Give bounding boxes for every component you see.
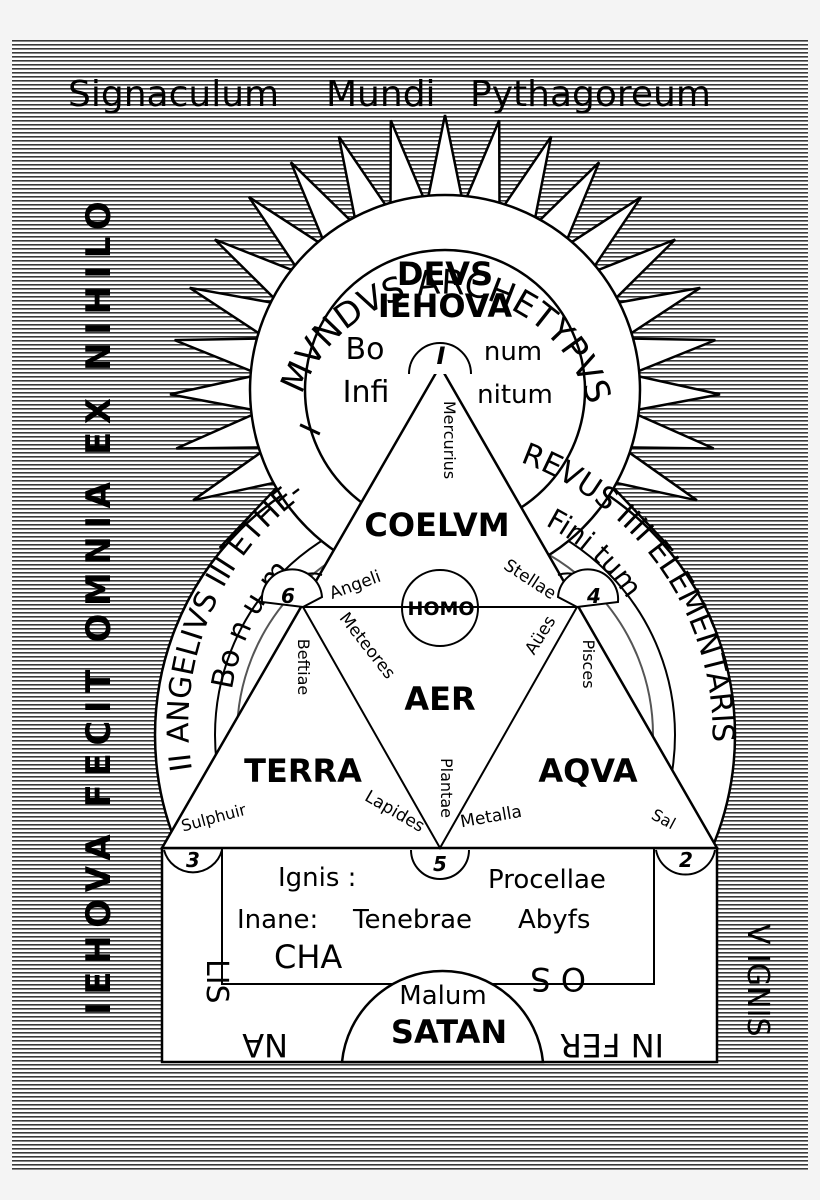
in-fer-label: IN FER xyxy=(560,1026,664,1064)
heading-mundi: Mundi xyxy=(326,74,436,115)
satan-label: SATAN xyxy=(391,1013,507,1051)
ignis-label: Ignis : xyxy=(278,863,356,893)
plantae-label: Plantae xyxy=(437,758,456,818)
iehova-label: IEHOVA xyxy=(378,287,512,325)
mercurius-label: Mercurius xyxy=(440,401,459,479)
corner-circles xyxy=(260,568,620,609)
malum-label: Malum xyxy=(399,981,486,1011)
beftiae-label: Beftiae xyxy=(294,639,313,696)
main-triangle xyxy=(159,342,720,851)
numeral-2: 2 xyxy=(679,848,693,872)
homo-label: HOMO xyxy=(407,598,474,620)
coelvm-label: COELVM xyxy=(364,506,509,544)
base-text: Ignis : Procellae Inane: Tenebrae Abyfs … xyxy=(199,863,775,1064)
side-inscription: IEHOVA FECIT OMNIA EX NIHILO xyxy=(79,194,119,1015)
heading: Signaculum Mundi Pythagoreum xyxy=(68,74,711,115)
infi-label: Infi xyxy=(343,375,390,410)
inane-label: Inane: xyxy=(237,905,318,935)
triangle-text: I COELVM HOMO AER TERRA AQVA Mercurius A… xyxy=(179,342,693,876)
terra-label: TERRA xyxy=(244,752,362,790)
num-label: num xyxy=(484,337,542,367)
devs-label: DEVS xyxy=(397,255,493,293)
numeral-4: 4 xyxy=(586,584,601,608)
lis-label: LIS xyxy=(199,959,234,1004)
procellae-label: Procellae xyxy=(488,865,606,895)
aqva-label: AQVA xyxy=(538,752,638,790)
nitum-label: nitum xyxy=(477,380,553,410)
numeral-6: 6 xyxy=(281,584,295,608)
pisces-label: Pisces xyxy=(579,639,598,688)
heading-signaculum: Signaculum xyxy=(68,74,279,115)
cha-label: CHA xyxy=(274,938,342,976)
numeral-3: 3 xyxy=(186,848,200,872)
tenebrae-label: Tenebrae xyxy=(352,905,472,935)
numeral-5: 5 xyxy=(433,852,447,876)
abyfs-label: Abyfs xyxy=(518,905,590,935)
aer-label: AER xyxy=(404,680,475,718)
archetype-text: DEVS IEHOVA Bo num Infi nitum xyxy=(343,255,553,410)
numeral-top: I xyxy=(437,342,446,370)
heading-pythagoreum: Pythagoreum xyxy=(470,74,711,115)
v-ignis-label: V IGNIS xyxy=(740,924,775,1037)
na-label: NA xyxy=(242,1026,288,1064)
os-label: O S xyxy=(530,960,586,998)
base-box xyxy=(160,846,719,1064)
bo-label: Bo xyxy=(346,332,385,367)
